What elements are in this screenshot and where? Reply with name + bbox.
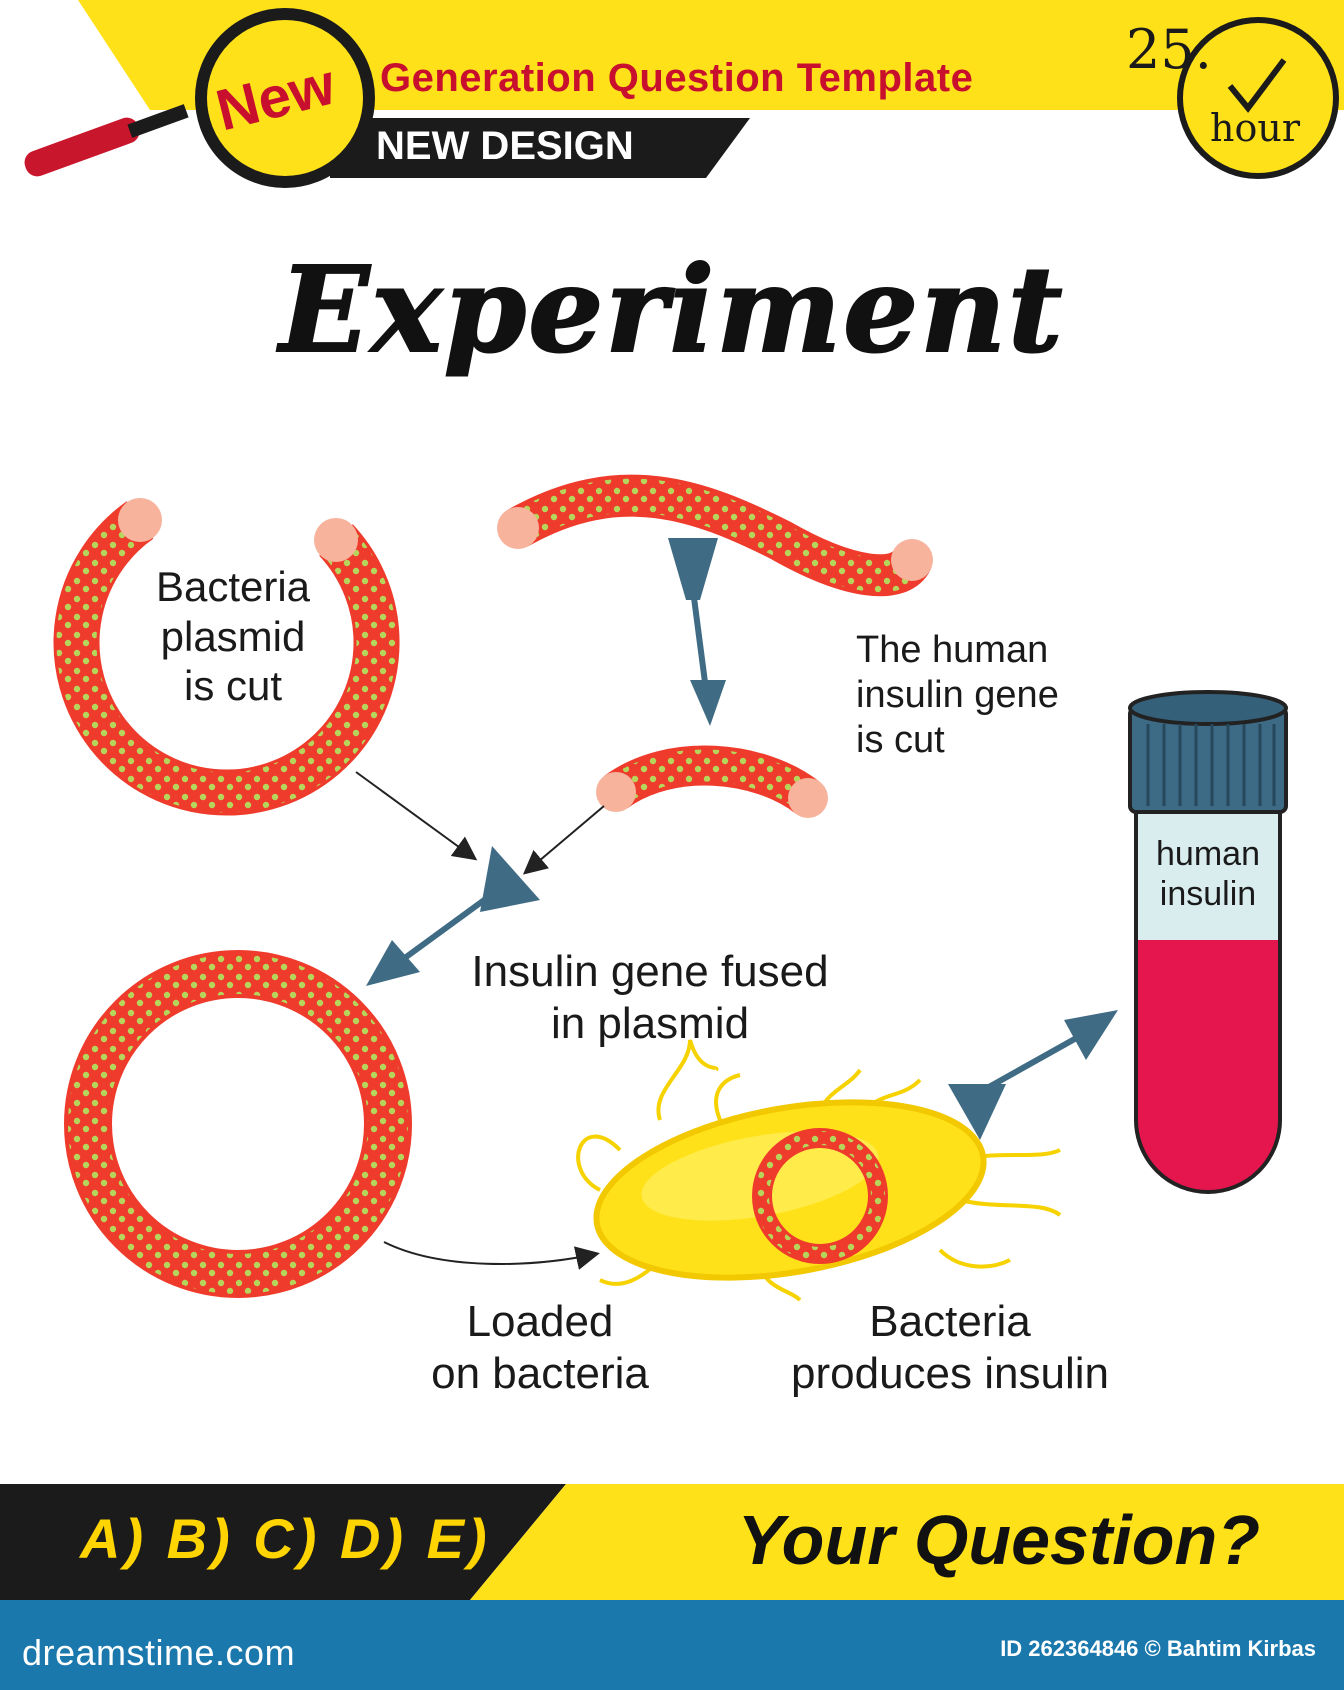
arrow-gene-to-segment [668, 538, 726, 726]
answer-options: A) B) C) D) E) [80, 1507, 491, 1570]
magnifier-icon [24, 8, 375, 188]
clock-icon [1177, 17, 1339, 179]
arrow-segment-thin [522, 805, 605, 875]
label-line: The human [856, 629, 1049, 671]
clock-unit: hour [1210, 106, 1300, 150]
insulin-gene-segment [596, 745, 828, 818]
label-tube: human insulin [1136, 834, 1280, 914]
label-line: is cut [856, 718, 945, 761]
label-fused: Insulin gene fused in plasmid [420, 946, 880, 1050]
bottom-dark-band [0, 1484, 566, 1600]
label-produces: Bacteria produces insulin [740, 1296, 1160, 1400]
arrow-to-tube [948, 1010, 1118, 1140]
label-line: Loaded [466, 1297, 614, 1346]
arrow-to-fused [366, 846, 540, 986]
arrow-plasmid-thin [355, 771, 478, 861]
footer-band [0, 1600, 1344, 1690]
plasmid-cut-ring [53, 498, 400, 816]
header-subtitle: NEW DESIGN [376, 124, 634, 168]
question-text: Your Question? [737, 1501, 1260, 1579]
arrow-load-thin [383, 1241, 600, 1270]
label-line: human [1156, 835, 1260, 873]
bottom-yellow-band [470, 1484, 1344, 1600]
label-line: on bacteria [431, 1348, 649, 1398]
footer-brand: dreamstime.com [22, 1632, 296, 1673]
header-subtitle-band [330, 118, 750, 178]
label-line: plasmid [160, 612, 306, 660]
label-line: insulin gene [856, 673, 1059, 716]
header-banner [78, 0, 1344, 110]
header-title: Generation Question Template [380, 56, 974, 100]
label-line: Insulin gene fused [471, 947, 829, 996]
label-line: in plasmid [550, 998, 750, 1048]
label-line: insulin [1159, 875, 1257, 914]
label-line: is cut [183, 662, 283, 710]
label-gene-cut: The human insulin gene is cut [856, 628, 1116, 762]
footer-id: ID 262364846 © Bahtim Kirbas [1000, 1636, 1316, 1661]
label-loaded: Loaded on bacteria [400, 1296, 680, 1400]
label-plasmid-cut: Bacteria plasmid is cut [118, 562, 348, 711]
label-line: Bacteria [869, 1297, 1031, 1346]
bacterium [576, 1039, 1062, 1302]
label-line: produces insulin [791, 1348, 1109, 1398]
human-gene-strand [497, 474, 933, 597]
main-title: Experiment [278, 239, 1065, 380]
label-line: Bacteria [155, 563, 311, 610]
fused-plasmid-ring [64, 950, 412, 1298]
test-tube [1128, 690, 1288, 1194]
clock-number: 25. [1126, 18, 1212, 81]
